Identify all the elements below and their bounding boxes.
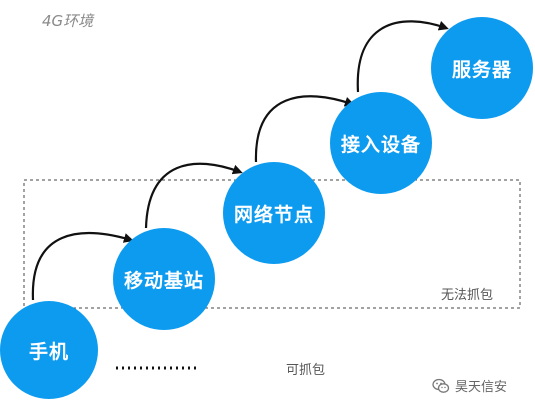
wechat-icon: [432, 378, 450, 393]
watermark: 昊天信安: [432, 376, 507, 395]
node-phone-label: 手机: [28, 340, 69, 363]
node-phone: 手机: [0, 301, 98, 399]
node-network-node-label: 网络节点: [233, 203, 314, 226]
environment-title: 4G环境: [42, 12, 94, 30]
arrow-phone-to-basestation: [31, 231, 134, 301]
node-network-node: 网络节点: [223, 162, 325, 264]
node-access-device-label: 接入设备: [340, 133, 421, 156]
node-base-station: 移动基站: [113, 228, 215, 330]
node-server: 服务器: [431, 17, 533, 119]
capture-label: 可抓包: [286, 363, 326, 378]
arrow-networknode-to-accessdevice: [254, 95, 355, 163]
no-capture-label: 无法抓包: [441, 288, 494, 303]
arrow-basestation-to-networknode: [144, 162, 243, 229]
watermark-text: 昊天信安: [455, 380, 508, 395]
node-server-label: 服务器: [451, 58, 512, 81]
node-base-station-label: 移动基站: [123, 269, 204, 292]
node-access-device: 接入设备: [330, 92, 432, 194]
arrow-accessdevice-to-server: [356, 20, 449, 93]
